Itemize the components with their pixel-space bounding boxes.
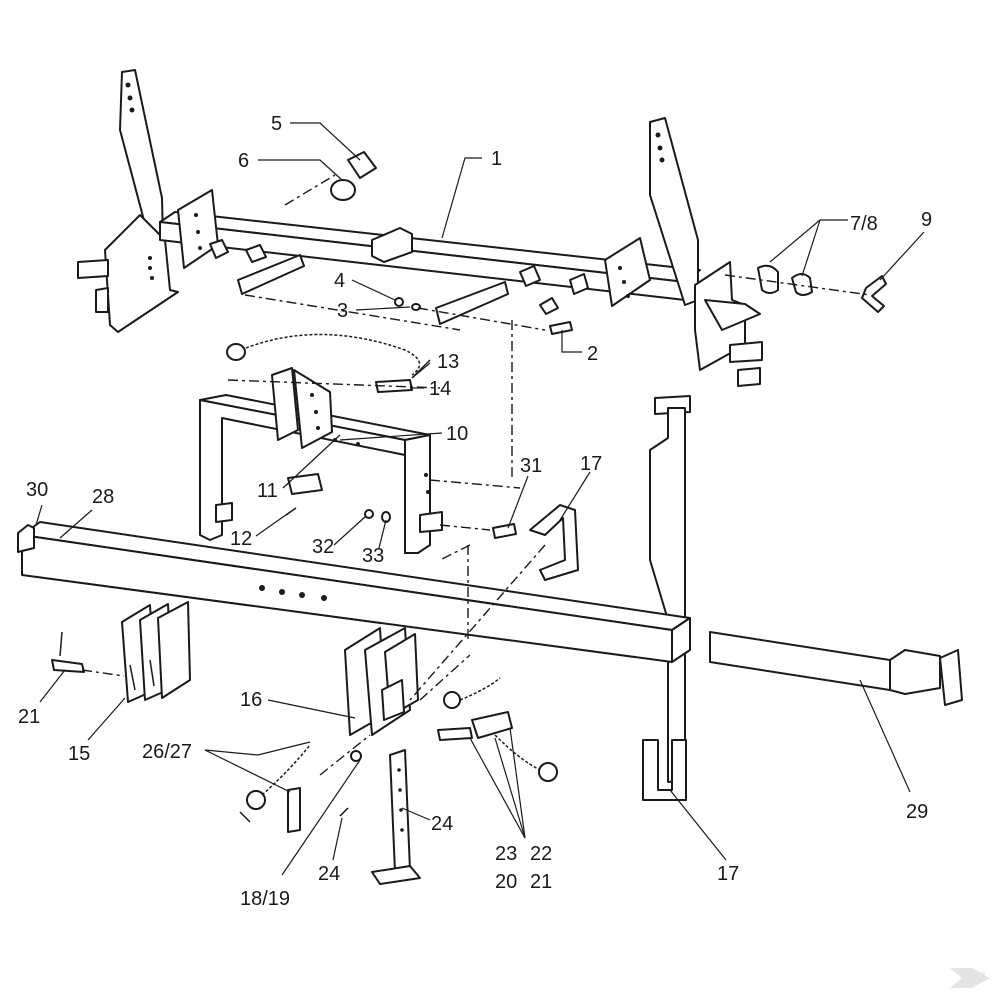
chain-pin-26-27 [239,744,311,833]
callout-9: 9 [921,209,932,231]
callout-17-right: 17 [717,863,739,885]
extension-tube [709,631,963,706]
callout-24-lower: 24 [318,863,340,885]
callout-5: 5 [271,113,282,135]
callout-13: 13 [437,351,459,373]
bolt-31 [492,523,517,539]
callout-18-19: 18/19 [240,888,290,910]
callout-21-left: 21 [18,706,40,728]
callout-24-upper: 24 [431,813,453,835]
callout-12: 12 [230,528,252,550]
chain-pin-20-23 [437,677,558,782]
nut-washer [394,297,421,311]
callout-7-8: 7/8 [850,213,878,235]
callout-4: 4 [334,270,345,292]
clamp-plates-16 [344,627,419,736]
callout-6: 6 [238,150,249,172]
callout-2: 2 [587,343,598,365]
callout-32: 32 [312,536,334,558]
headstock-frame [199,367,443,554]
assembly-lines [81,174,871,776]
u-bolt-left [529,504,579,581]
callout-labels: 1 2 3 4 5 6 7/8 9 10 11 12 13 14 15 16 1… [18,113,932,910]
parking-stand [339,749,421,885]
block-11 [285,473,323,516]
clamp-plates-15 [51,601,191,703]
callout-17-left: 17 [580,453,602,475]
roller-bush [330,151,377,201]
callout-30: 30 [26,479,48,501]
nut-washer-32-33 [364,509,391,523]
callout-1: 1 [491,148,502,170]
callout-31: 31 [520,455,542,477]
main-frame [77,69,763,415]
wing-nut-assembly [757,264,887,313]
callout-11: 11 [257,480,278,502]
callout-3: 3 [337,300,348,322]
callout-22: 22 [530,843,552,865]
callout-15: 15 [68,743,90,765]
callout-16: 16 [240,689,262,711]
brand-logo-icon [950,968,990,988]
callout-14: 14 [429,378,451,400]
callout-23: 23 [495,843,517,865]
bolt-2 [539,297,573,335]
callout-26-27: 26/27 [142,741,192,763]
chain-and-pin [226,333,431,393]
callout-20: 20 [495,871,517,893]
marker-rod [642,407,687,801]
callout-21-right: 21 [530,871,552,893]
tool-bar [17,521,691,663]
callout-33: 33 [362,545,384,567]
callout-28: 28 [92,486,114,508]
callout-10: 10 [446,423,468,445]
leader-lines [35,122,925,876]
callout-29: 29 [906,801,928,823]
